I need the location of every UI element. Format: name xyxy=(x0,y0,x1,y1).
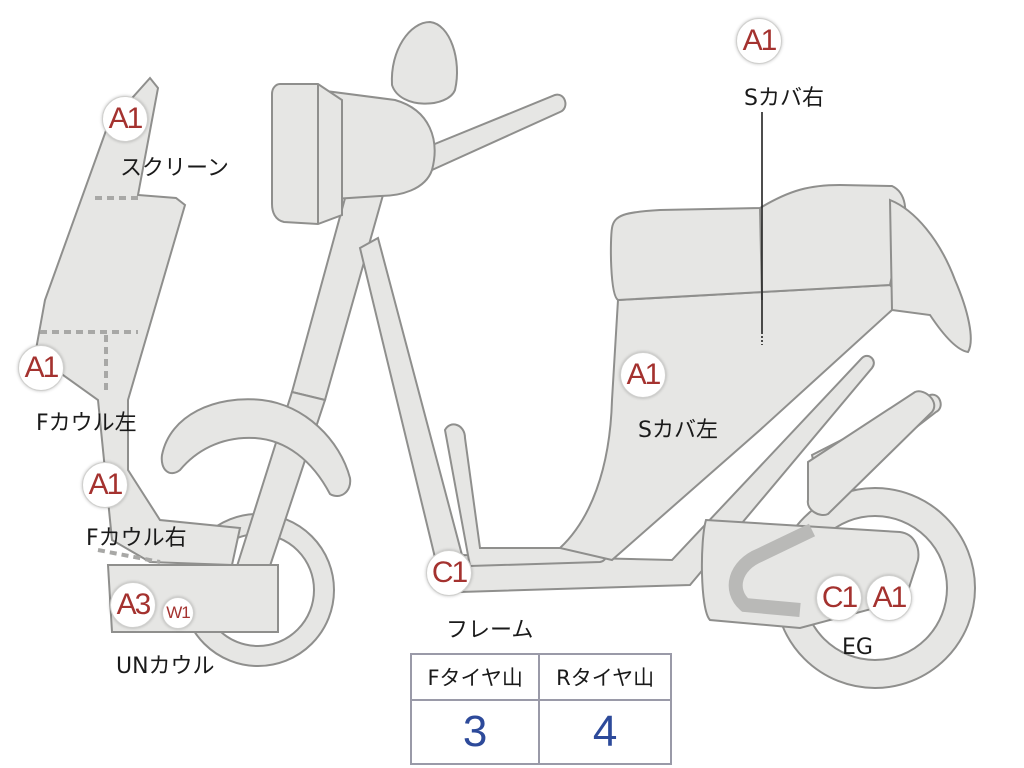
s-cover-right-label: Sカバ右 xyxy=(744,86,824,111)
rear-tire-value: 4 xyxy=(538,699,672,765)
frame-label: フレーム xyxy=(446,618,534,643)
tail-cowl xyxy=(888,198,972,354)
headlight-housing xyxy=(317,88,436,202)
f-cowl-left-label: Fカウル左 xyxy=(36,411,137,436)
front-tire-value: 3 xyxy=(409,699,541,765)
seat xyxy=(609,183,907,302)
under-cowl-grade-badge: A3 xyxy=(110,582,156,628)
frame-grade-badge: C1 xyxy=(426,550,472,596)
f-cowl-right-label: Fカウル右 xyxy=(86,526,187,551)
engine-label: EG xyxy=(842,635,873,660)
exhaust-pipe xyxy=(728,523,816,617)
front-fender xyxy=(160,398,352,497)
screen-label: スクリーン xyxy=(120,156,229,181)
handlebar xyxy=(418,93,567,172)
f-cowl-left-grade-badge: A1 xyxy=(18,345,64,391)
screen-grade-badge: A1 xyxy=(102,96,148,142)
front-cowl xyxy=(33,76,242,567)
s-cover-left-grade-badge: A1 xyxy=(620,352,666,398)
tire-tread-table: Fタイヤ山 Rタイヤ山 3 4 xyxy=(409,653,672,765)
mirror xyxy=(390,20,459,105)
rear-tire-header: Rタイヤ山 xyxy=(538,653,672,701)
front-tire-header: Fタイヤ山 xyxy=(409,653,541,701)
headlight xyxy=(271,83,343,226)
f-cowl-right-grade-badge: A1 xyxy=(82,462,128,508)
engine-secondary-badge: A1 xyxy=(866,575,912,621)
s-cover-right-grade-badge: A1 xyxy=(736,18,782,64)
s-cover-left-label: Sカバ左 xyxy=(638,418,718,443)
rear-box xyxy=(806,390,936,516)
under-cowl-label: UNカウル xyxy=(116,654,215,679)
under-cowl-secondary-badge: W1 xyxy=(162,597,194,629)
engine-grade-badge: C1 xyxy=(816,575,862,621)
